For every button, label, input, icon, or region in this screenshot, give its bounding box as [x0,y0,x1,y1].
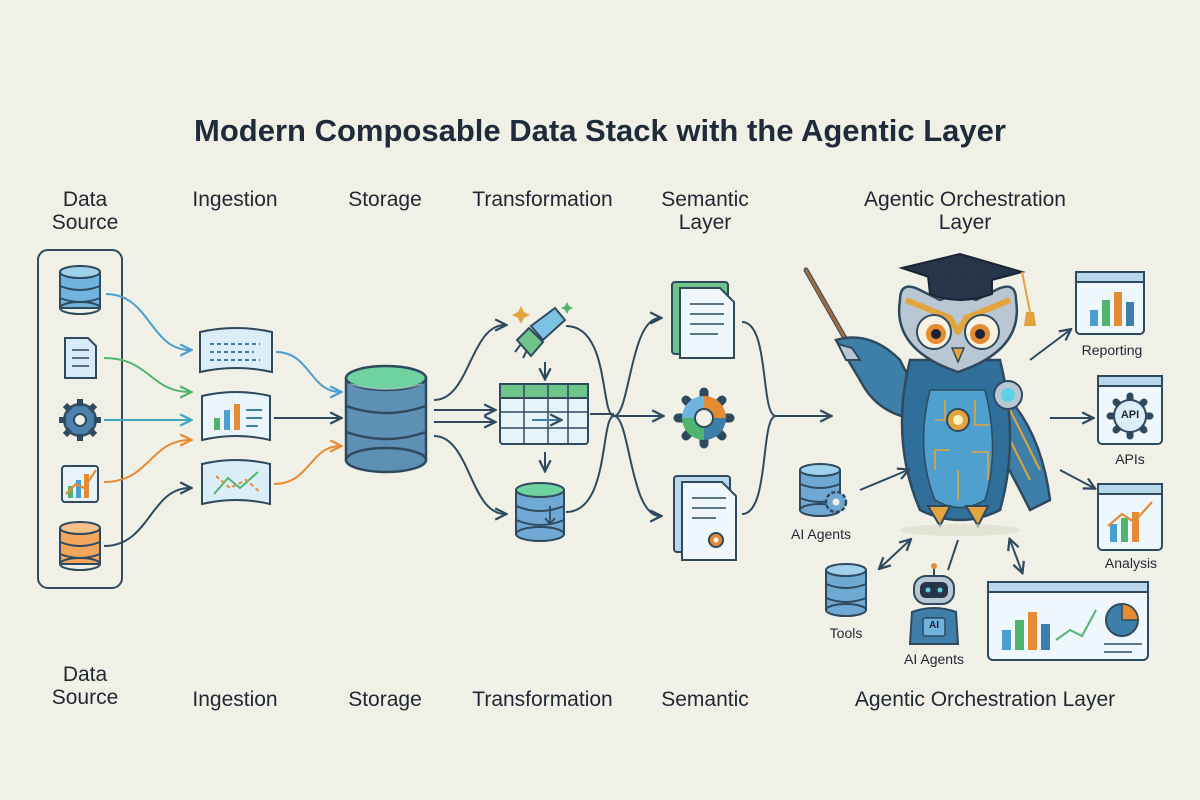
robot-badge: AI [929,620,939,631]
footer-data-source: Data Source [51,663,119,710]
tools-db-icon [825,563,867,617]
api-badge: API [1120,409,1140,421]
footer-semantic: Semantic [661,688,749,711]
storage-database-icon [344,364,428,474]
transformation-group [499,302,589,542]
semantic-group [671,281,737,561]
database-icon [59,265,101,315]
data-source-group [37,249,123,589]
label-tools: Tools [829,625,863,641]
source-to-ingestion-arrows [103,293,190,547]
storage-to-transformation-arrows [433,325,505,514]
label-reporting: Reporting [1081,342,1143,358]
semantic-doc-icon [671,281,735,359]
owl-mascot [803,252,1052,536]
outputs-group [1029,271,1163,551]
agent-nodes-group [799,463,1149,661]
footer-agentic-layer: Agentic Orchestration Layer [854,688,1116,711]
page-title: Modern Composable Data Stack with the Ag… [194,113,1006,148]
ai-agents-db-icon [799,463,848,517]
transformation-to-semantic-arrows [565,318,662,516]
ingestion-doc-icon [199,327,273,374]
ingestion-group [199,327,273,506]
header-agentic-layer: Agentic Orchestration Layer [864,188,1066,235]
header-transformation: Transformation [472,188,613,211]
footer-ingestion: Ingestion [192,688,278,711]
api-window-icon [1097,375,1163,445]
document-icon [64,337,97,379]
cleaning-brush-icon [512,302,573,359]
ingestion-map-icon [201,459,271,506]
analysis-window-icon [1097,483,1163,551]
header-data-source: Data Source [51,188,119,235]
dashboard-window-icon [987,581,1149,661]
semantic-config-doc-icon [673,475,737,561]
database-orange-icon [59,521,101,571]
label-ai-agents-left: AI Agents [791,526,851,542]
transform-table-icon [499,383,589,445]
label-analysis: Analysis [1104,555,1158,571]
graduation-cap-icon [898,252,1036,326]
robot-icon [908,563,960,645]
label-ai-agents-bottom: AI Agents [904,651,964,667]
footer-transformation: Transformation [472,688,613,711]
semantic-to-agentic-arrows [741,321,830,515]
transform-database-icon [515,482,565,542]
owl-feet [926,505,990,529]
footer-storage: Storage [348,688,422,711]
header-ingestion: Ingestion [192,188,278,211]
ingestion-chart-icon [201,391,271,442]
gear-icon [59,399,101,441]
header-semantic-layer: Semantic Layer [661,188,749,235]
ingestion-to-storage-arrows [273,351,340,485]
header-storage: Storage [348,188,422,211]
label-apis: APIs [1115,451,1145,467]
chart-icon [61,465,99,503]
semantic-gear-icon [673,387,735,449]
reporting-window-icon [1075,271,1145,335]
